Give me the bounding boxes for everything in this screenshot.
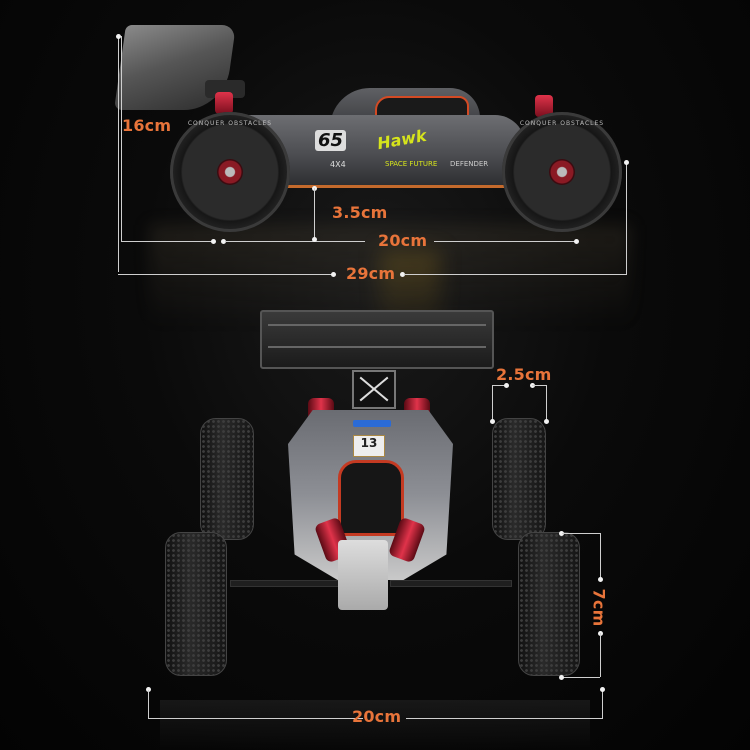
tire-width-right-cap — [532, 385, 546, 386]
tire-width-right-bottom-dot — [544, 419, 549, 424]
defender-decal: DEFENDER — [450, 160, 489, 168]
wheel-hub — [549, 159, 575, 185]
diameter-line-bottom — [600, 633, 601, 677]
diameter-bottom-line — [562, 677, 600, 678]
tire-width-left-line — [492, 385, 493, 422]
car-front-view: 13 — [160, 310, 580, 700]
track-line-right — [406, 718, 603, 719]
wheelbase-line-right — [434, 241, 576, 242]
height-top-dot — [116, 34, 121, 39]
wing-strut — [352, 370, 396, 409]
tire-width-left-bottom-dot — [490, 419, 495, 424]
front-wheel: CONQUER OBSTACLES — [502, 112, 622, 232]
car-side-view: 65 Hawk 4X4 SPACE FUTURE DEFENDER CONQUE… — [114, 20, 635, 232]
length-line-left — [118, 274, 333, 275]
tire-text: CONQUER OBSTACLES — [519, 120, 605, 127]
canopy — [338, 460, 404, 536]
length-left-dot — [331, 272, 336, 277]
tire-width-left-cap — [492, 385, 506, 386]
length-line-right — [404, 274, 627, 275]
length-right-line — [626, 162, 627, 275]
height-label: 16cm — [122, 116, 172, 135]
diameter-bottom-dot — [559, 675, 564, 680]
diameter-line-top — [600, 533, 601, 579]
rear-wheel: CONQUER OBSTACLES — [170, 112, 290, 232]
length-right-top-dot — [624, 160, 629, 165]
wheelbase-line-left — [225, 241, 365, 242]
clearance-line — [314, 188, 315, 240]
track-width-label: 20cm — [352, 707, 402, 726]
height-base-line — [121, 241, 213, 242]
length-left-line — [118, 36, 119, 272]
track-left-dot — [146, 687, 151, 692]
length-right-dot — [400, 272, 405, 277]
height-base-dot — [211, 239, 216, 244]
front-shock — [535, 95, 553, 117]
diameter-top-dot — [559, 531, 564, 536]
wing-slat — [268, 324, 486, 326]
rear-wing — [260, 310, 494, 369]
diameter-top-line — [562, 533, 600, 534]
front-right-tire — [518, 532, 580, 676]
wing-slat — [268, 346, 486, 348]
clearance-bottom-dot — [312, 237, 317, 242]
tire-width-label: 2.5cm — [496, 365, 552, 384]
wheelbase-left-dot — [221, 239, 226, 244]
rear-right-tire — [492, 418, 546, 540]
front-bumper — [338, 540, 388, 610]
right-suspension-arm — [390, 580, 512, 587]
height-line — [121, 36, 122, 242]
wheelbase-label: 20cm — [378, 231, 428, 250]
diameter-mid-top-dot — [598, 577, 603, 582]
front-left-tire — [165, 532, 227, 676]
clearance-label: 3.5cm — [332, 203, 388, 222]
rear-shock — [215, 92, 233, 114]
track-left-line — [148, 690, 149, 718]
tire-width-left-dot — [504, 383, 509, 388]
floor-reflection — [160, 700, 590, 750]
tire-width-right-line — [546, 385, 547, 422]
number-badge: 13 — [353, 435, 385, 457]
tire-text: CONQUER OBSTACLES — [187, 120, 273, 127]
tire-diameter-label: 7cm — [589, 588, 609, 627]
track-right-line — [602, 690, 603, 719]
wheelbase-right-dot — [574, 239, 579, 244]
wheel-hub — [217, 159, 243, 185]
future-decal: SPACE FUTURE — [385, 160, 438, 168]
track-right-dot — [600, 687, 605, 692]
track-line-left — [148, 718, 363, 719]
4x4-decal: 4X4 — [330, 160, 346, 169]
number-decal: 65 — [315, 130, 347, 151]
rear-left-tire — [200, 418, 254, 540]
length-label: 29cm — [346, 264, 396, 283]
blue-display — [353, 420, 391, 427]
left-suspension-arm — [230, 580, 352, 587]
